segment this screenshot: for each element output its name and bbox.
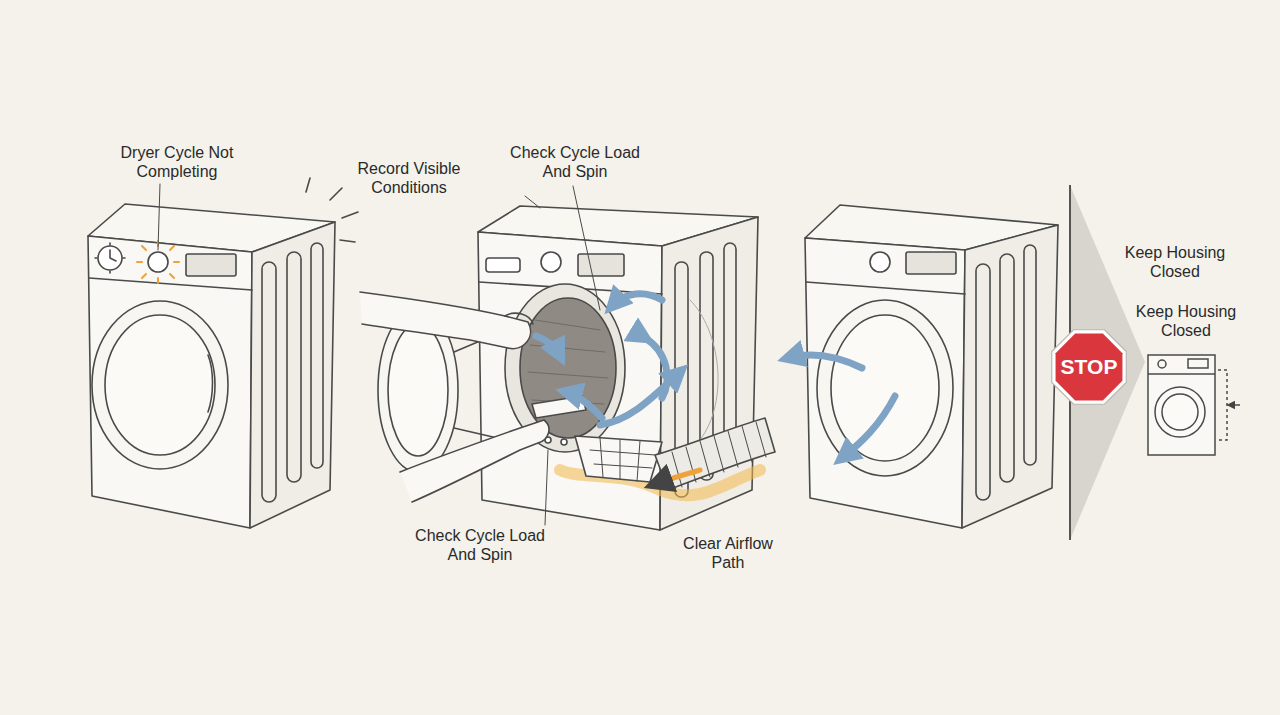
- dryer-closed-illustration: [806, 282, 965, 294]
- callout-label: Dryer Cycle Not Completing: [107, 143, 247, 181]
- closed-dryer-icon: [1230, 404, 1240, 406]
- callout-label: Keep Housing Closed: [1110, 243, 1240, 281]
- dryer-open-illustration: [486, 258, 520, 272]
- dryer-illustration: [311, 243, 323, 468]
- airflow-arrows: [536, 336, 560, 356]
- dryer-closed-illustration: [976, 264, 990, 500]
- closed-dryer-icon: [1148, 373, 1215, 375]
- dryer-open-illustration: [575, 436, 662, 482]
- airflow-arrows: [842, 396, 895, 458]
- dryer-open-illustration: [360, 292, 531, 349]
- callout-label: Check Cycle Load And Spin: [405, 526, 555, 564]
- dryer-illustration: [92, 301, 228, 469]
- closed-dryer-icon: [1148, 355, 1240, 455]
- airflow-arrows: [536, 294, 700, 484]
- dryer-closed-illustration: [805, 205, 1058, 528]
- dryer-open-illustration: [388, 324, 448, 456]
- dryer-illustration: [158, 184, 160, 250]
- dryer-closed-illustration: [1024, 245, 1036, 465]
- dryer-illustration: [306, 178, 358, 242]
- dryer-illustration: [208, 355, 213, 412]
- dryer-closed-illustration: [906, 252, 956, 274]
- dryer-illustration: [95, 243, 125, 273]
- airflow-arrows: [612, 294, 662, 306]
- stop-sign: STOP: [1051, 329, 1127, 405]
- dryer-open-illustration: [505, 313, 533, 324]
- dryer-open-illustration: [690, 300, 718, 440]
- closed-dryer-icon: [1155, 387, 1205, 437]
- dryer-illustration: [88, 236, 252, 528]
- closed-dryer-icon: [1158, 360, 1166, 368]
- callout-label: Check Cycle Load And Spin: [505, 143, 645, 181]
- callout-label: Keep Housing Closed: [1121, 302, 1251, 340]
- dryer-illustration: [287, 252, 301, 482]
- dryer-open-illustration: [655, 418, 775, 490]
- callout-label: Clear Airflow Path: [668, 534, 788, 572]
- closed-dryer-icon: [1188, 359, 1208, 368]
- airflow-arrows: [566, 392, 602, 418]
- stop-text: STOP: [1051, 329, 1127, 405]
- airflow-arrows: [788, 355, 895, 458]
- dryer-closed-illustration: [805, 238, 965, 528]
- closed-dryer-icon: [1218, 370, 1227, 440]
- dryer-closed-illustration: [1000, 254, 1014, 482]
- dryer-open-illustration: [578, 254, 624, 276]
- dryer-illustration: [250, 222, 335, 528]
- closed-dryer-icon: [1162, 394, 1198, 430]
- dryer-open-illustration: [541, 252, 561, 272]
- octagon-border: [1052, 330, 1126, 404]
- airflow-arrows: [600, 372, 680, 425]
- dryer-closed-illustration: [962, 225, 1058, 528]
- dryer-illustration: [105, 315, 215, 455]
- dryer-closed-illustration: [831, 315, 939, 461]
- closed-dryer-icon: [1148, 355, 1215, 455]
- dryer-open-illustration: [525, 186, 600, 525]
- dryer-open-illustration: [561, 439, 567, 445]
- dryer-open-illustration: [400, 420, 549, 502]
- dryer-illustration: [89, 278, 252, 290]
- airflow-arrows: [788, 355, 862, 368]
- dryer-illustration: [262, 262, 276, 502]
- dryer-closed-illustration: [817, 300, 953, 476]
- dryer-illustration: [186, 254, 236, 276]
- airflow-arrows: [655, 470, 700, 484]
- dryer-illustration: [148, 252, 168, 272]
- callout-label: Record Visible Conditions: [339, 159, 479, 197]
- dryer-illustration: [88, 178, 358, 528]
- dryer-open-illustration: [590, 438, 655, 481]
- dryer-closed-illustration: [870, 252, 890, 272]
- dryer-open-illustration: [672, 422, 766, 487]
- dryer-open-illustration: [360, 186, 775, 530]
- dryer-open-illustration: [520, 298, 616, 438]
